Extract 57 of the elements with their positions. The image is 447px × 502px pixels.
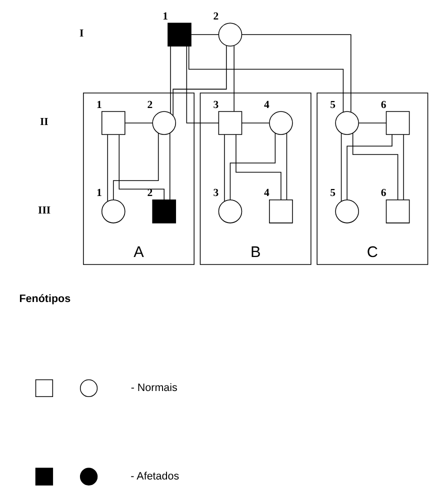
node-label: 1 xyxy=(162,10,168,22)
node-label: 2 xyxy=(147,98,153,111)
label: Fenótipos xyxy=(19,292,71,305)
node-circle xyxy=(218,22,242,47)
connector xyxy=(346,134,392,200)
connector xyxy=(113,132,159,200)
legend-label: - Normais xyxy=(130,382,178,394)
connector xyxy=(190,34,219,35)
connector xyxy=(241,34,352,112)
node-label: 3 xyxy=(213,187,219,200)
node-circle xyxy=(80,468,98,486)
node-label: 1 xyxy=(96,187,102,200)
node-box xyxy=(35,468,54,486)
connector xyxy=(230,132,276,200)
node-box xyxy=(269,200,293,224)
connector xyxy=(352,132,398,200)
connector xyxy=(188,46,344,112)
node-circle xyxy=(152,111,176,135)
connector xyxy=(286,132,288,200)
label: II xyxy=(40,116,48,128)
node-box xyxy=(386,200,410,224)
node-box xyxy=(168,22,192,47)
node-box xyxy=(101,111,126,135)
node-circle xyxy=(335,111,359,135)
connector xyxy=(236,134,282,200)
connector xyxy=(224,134,225,202)
node-box xyxy=(218,111,242,135)
connector xyxy=(107,134,108,202)
node-label: 4 xyxy=(264,187,270,200)
node-circle xyxy=(101,200,126,224)
connector xyxy=(172,45,227,116)
node-label: 1 xyxy=(96,98,102,111)
connector xyxy=(242,122,270,124)
node-label: 3 xyxy=(213,98,219,111)
node-label: 2 xyxy=(213,10,219,22)
node-circle xyxy=(335,200,359,224)
connector xyxy=(170,46,171,114)
node-box xyxy=(152,200,176,224)
node-box xyxy=(386,111,410,135)
legend-label: - Afetados xyxy=(130,470,180,482)
connector xyxy=(186,46,219,124)
node-circle xyxy=(269,111,293,135)
node-circle xyxy=(80,379,98,398)
connector xyxy=(124,122,153,124)
connector xyxy=(403,134,404,200)
connector xyxy=(358,122,386,124)
node-box xyxy=(35,379,54,398)
label: I xyxy=(80,28,84,40)
connector xyxy=(340,132,342,202)
node-circle xyxy=(218,200,242,224)
connector xyxy=(118,134,164,200)
label: III xyxy=(38,204,51,216)
node-label: 6 xyxy=(380,187,386,200)
node-label: 5 xyxy=(330,98,336,111)
node-label: 6 xyxy=(380,98,386,111)
node-label: 5 xyxy=(330,187,336,200)
node-label: 4 xyxy=(264,98,270,111)
